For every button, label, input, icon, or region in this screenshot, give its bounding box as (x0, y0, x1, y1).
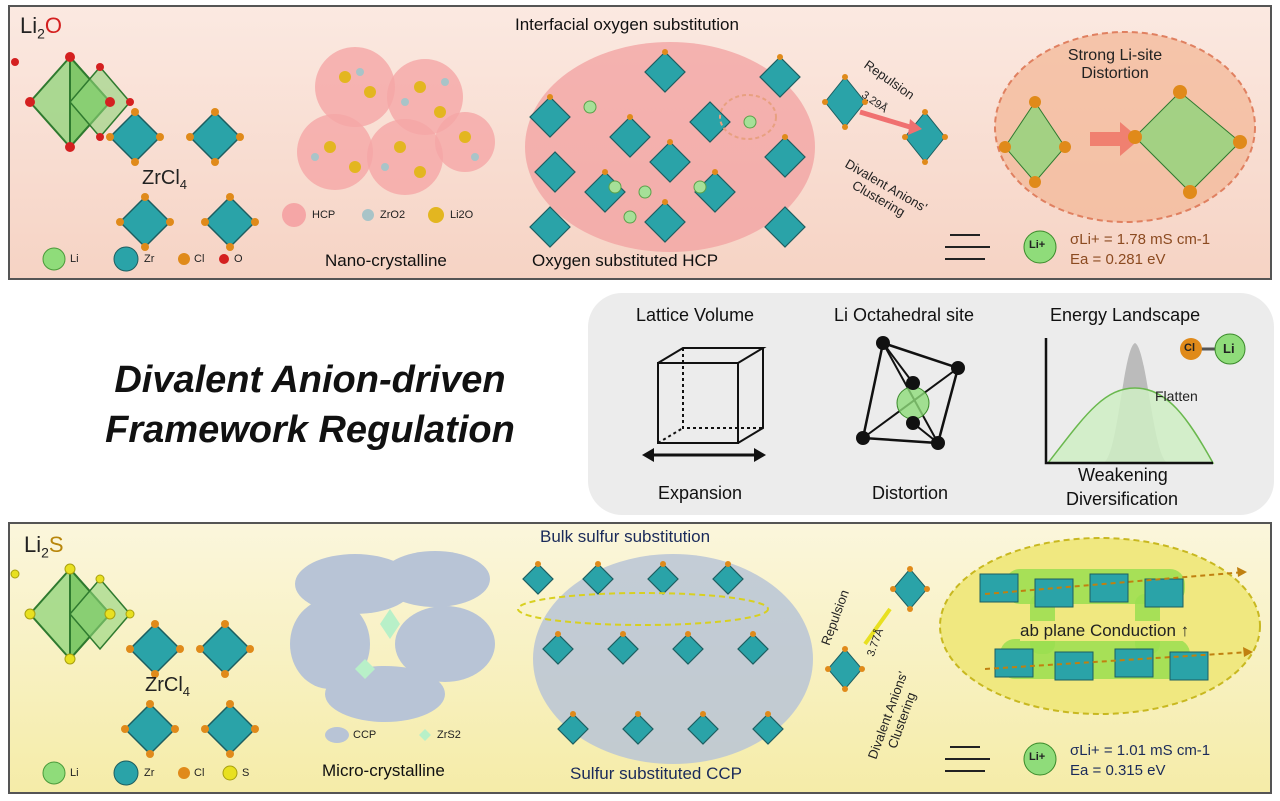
bond-li-label: Li (1223, 341, 1235, 356)
legend-s-bottom: S (242, 767, 250, 779)
legend-li-bottom: Li (70, 767, 79, 779)
li2o-structure-graphic (11, 52, 134, 152)
interfacial-substitution-title: Interfacial oxygen substitution (515, 15, 739, 34)
bulk-substitution-title: Bulk sulfur substitution (540, 527, 711, 546)
legend-hcp: HCP (312, 209, 336, 221)
micro-crystalline-label: Micro-crystalline (322, 761, 445, 780)
li2o-label: Li2O (20, 13, 63, 42)
li-octahedral-title: Li Octahedral site (834, 305, 975, 325)
energy-landscape-title: Energy Landscape (1050, 305, 1201, 325)
zrcl4-label: ZrCl4 (142, 167, 187, 192)
energy-landscape-graphic (1044, 338, 1215, 465)
top-panel-oxygen: Li2O ZrCl4 (8, 5, 1272, 280)
weakening-caption: Weakening (1078, 465, 1168, 485)
property-summary-box: Lattice Volume Expansion Li Octahedral s… (588, 293, 1274, 515)
li-site-distortion-graphic (994, 31, 1256, 223)
legend-ccp: CCP (353, 729, 377, 741)
micro-legend: CCP ZrS2 (325, 724, 475, 746)
li2s-label: Li2S (24, 532, 64, 561)
oxygen-hcp-structure-graphic (525, 42, 815, 252)
legend-o: O (234, 253, 243, 265)
zrcl4-label-bottom: ZrCl4 (145, 674, 190, 699)
cube-expansion-graphic (642, 347, 767, 462)
legend-cl-bottom: Cl (194, 767, 205, 779)
nano-legend: HCP ZrO2 Li2O (280, 202, 510, 228)
legend-li2o: Li2O (450, 209, 474, 221)
element-legend-bottom: Li Zr Cl S (40, 759, 280, 787)
main-title: Divalent Anion-driven Framework Regulati… (40, 355, 580, 455)
li2s-structure-graphic (10, 563, 135, 665)
distortion-caption: Distortion (872, 483, 949, 503)
cl-li-bond-icon (1180, 333, 1246, 365)
legend-zro2: ZrO2 (380, 209, 406, 221)
repulsion-cluster-graphic (822, 74, 948, 165)
legend-zrs2: ZrS2 (437, 729, 461, 741)
li-ion-badge-bottom: Li+ (1029, 751, 1046, 763)
oxygen-hcp-label: Oxygen substituted HCP (532, 251, 719, 270)
nano-crystalline-graphic (297, 47, 495, 195)
lattice-volume-title: Lattice Volume (636, 305, 755, 325)
legend-zr: Zr (144, 253, 155, 265)
ion-flow-icon (945, 230, 1057, 264)
li-ion-badge-top: Li+ (1029, 239, 1046, 251)
nano-crystalline-label: Nano-crystalline (325, 251, 447, 270)
ab-plane-conduction-label: ab plane Conduction ↑ (1020, 621, 1190, 641)
sulfur-ccp-structure-graphic (517, 554, 813, 764)
repulsion-cluster-graphic-bottom (825, 566, 930, 692)
activation-energy-top: Ea = 0.281 eV (1070, 251, 1166, 268)
legend-li: Li (70, 253, 79, 265)
flatten-label: Flatten (1155, 388, 1198, 404)
zrcl4-structure-graphic-bottom (121, 620, 259, 758)
main-title-line2: Framework Regulation (105, 409, 515, 451)
sulfur-ccp-label: Sulfur substituted CCP (570, 764, 742, 783)
element-legend-top: Li Zr Cl O (40, 245, 280, 273)
main-title-line1: Divalent Anion-driven (114, 359, 506, 401)
activation-energy-bottom: Ea = 0.315 eV (1070, 762, 1166, 779)
diversification-caption: Diversification (1066, 489, 1179, 509)
bond-cl-label: Cl (1184, 342, 1195, 354)
conductivity-top: σLi+ = 1.78 mS cm-1 (1070, 231, 1211, 248)
expansion-caption: Expansion (658, 483, 743, 503)
legend-cl: Cl (194, 253, 205, 265)
bottom-panel-sulfur: Li2S ZrCl4 (8, 522, 1272, 794)
ion-flow-icon-bottom (945, 742, 1057, 776)
micro-crystalline-graphic (290, 551, 495, 722)
zrcl4-structure-graphic (106, 108, 259, 251)
conductivity-bottom: σLi+ = 1.01 mS cm-1 (1070, 742, 1211, 759)
legend-zr-bottom: Zr (144, 767, 155, 779)
octahedral-site-graphic (856, 336, 965, 450)
